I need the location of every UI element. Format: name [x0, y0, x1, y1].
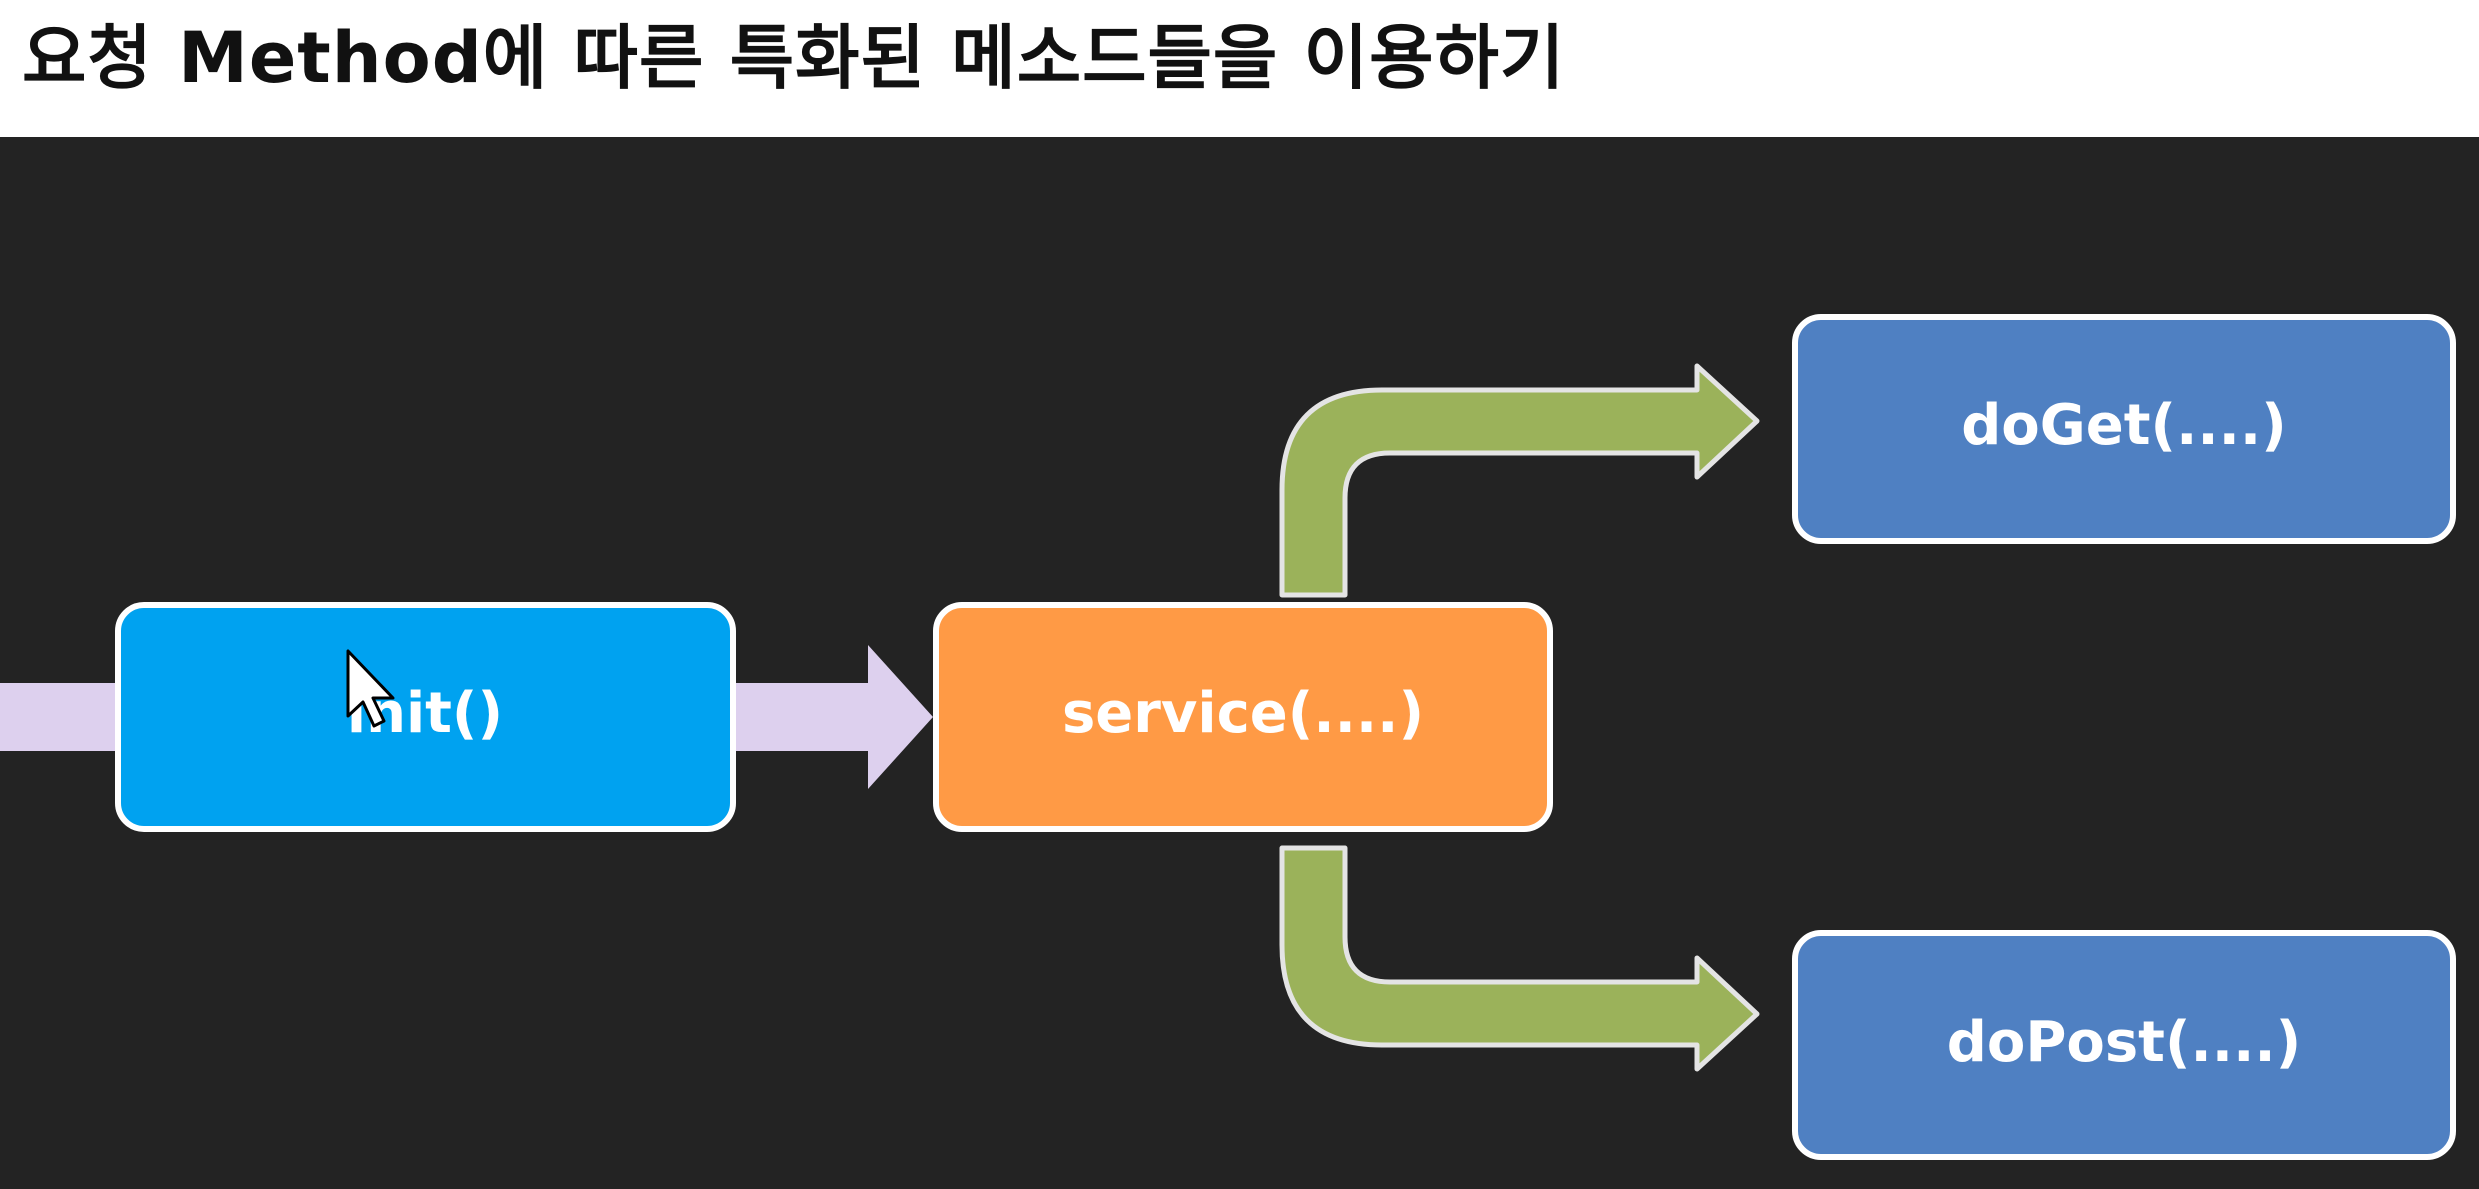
- dopost-box: [1792, 930, 2456, 1160]
- doget-label: doGet(....): [1961, 393, 2287, 458]
- init-box: [115, 602, 736, 832]
- arrow-service-to-dopost: [1279, 845, 1760, 1072]
- service-label: service(....): [1062, 681, 1424, 746]
- slide-title: 요청 Method에 따른 특화된 메소드들을 이용하기: [22, 17, 1566, 99]
- mouse-cursor-icon: [346, 649, 395, 728]
- doget-box: [1792, 314, 2456, 544]
- init-node: init(): [115, 602, 736, 832]
- service-node: service(....): [933, 602, 1553, 832]
- service-box: [933, 602, 1553, 832]
- dopost-label: doPost(....): [1947, 1010, 2301, 1075]
- entry-arrow-shaft: [0, 683, 120, 751]
- doget-node: doGet(....): [1792, 314, 2456, 544]
- arrow-service-to-doget: [1279, 363, 1760, 598]
- title-bar: 요청 Method에 따른 특화된 메소드들을 이용하기: [0, 0, 2479, 137]
- dopost-node: doPost(....): [1792, 930, 2456, 1160]
- arrow-init-to-service: [730, 645, 933, 789]
